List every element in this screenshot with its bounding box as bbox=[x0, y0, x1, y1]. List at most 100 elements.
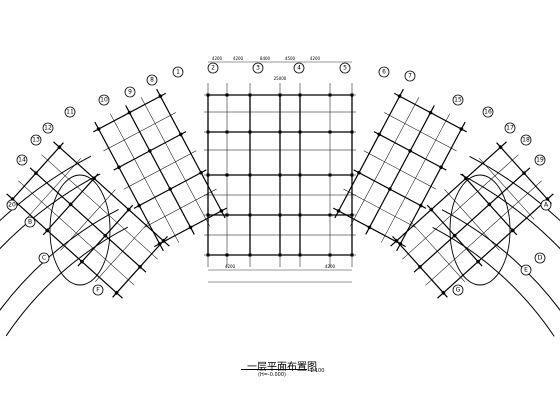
column bbox=[278, 253, 282, 257]
column bbox=[417, 264, 423, 269]
axis-bubble-circle bbox=[30, 134, 42, 146]
axis-bubble: 10 bbox=[98, 94, 110, 106]
column bbox=[278, 93, 282, 97]
wing-block bbox=[390, 141, 554, 299]
axis-bubble: 2 bbox=[207, 62, 219, 74]
axis-bubble: F bbox=[92, 284, 104, 296]
column bbox=[278, 130, 282, 134]
axis-bubble: 11 bbox=[64, 106, 76, 118]
axis-bubble: A bbox=[540, 199, 552, 211]
column bbox=[429, 207, 434, 212]
column bbox=[219, 208, 224, 213]
grid-line bbox=[60, 189, 116, 251]
column bbox=[521, 171, 527, 176]
column bbox=[248, 253, 252, 257]
column bbox=[188, 225, 193, 230]
axis-bubble-label: 17 bbox=[506, 125, 514, 132]
axis-bubble-circle bbox=[293, 62, 305, 74]
grid-line bbox=[144, 188, 217, 228]
axis-bubble-circle bbox=[339, 62, 351, 74]
axis-bubble-circle bbox=[92, 284, 104, 296]
axis-bubble: 3 bbox=[252, 62, 264, 74]
column bbox=[328, 130, 332, 134]
column bbox=[206, 173, 210, 177]
column bbox=[350, 213, 354, 217]
axis-bubble: 8 bbox=[146, 74, 158, 86]
column bbox=[475, 259, 481, 264]
column bbox=[225, 213, 229, 217]
drawing-subtitle: (H=-0.000) bbox=[258, 372, 286, 378]
column bbox=[367, 225, 372, 230]
wing-block-grids bbox=[0, 88, 560, 337]
column bbox=[68, 202, 73, 207]
grid-line bbox=[123, 150, 197, 190]
axis-bubble-label: 10 bbox=[100, 97, 108, 104]
column bbox=[298, 93, 302, 97]
axis-bubble-label: 1 bbox=[176, 69, 180, 76]
column bbox=[278, 213, 282, 217]
column bbox=[248, 213, 252, 217]
drawing-scale: 1:100 bbox=[310, 368, 325, 374]
column bbox=[428, 110, 433, 115]
grid-line bbox=[95, 220, 151, 282]
axis-bubble-circle bbox=[404, 70, 416, 82]
axis-bubble-circle bbox=[64, 106, 76, 118]
axis-bubble-label: 12 bbox=[44, 125, 52, 132]
axis-bubble-label: G bbox=[456, 287, 461, 294]
central-block-grid bbox=[204, 83, 356, 267]
curved-beam bbox=[460, 173, 560, 250]
column bbox=[79, 259, 85, 264]
axis-bubble-circle bbox=[207, 62, 219, 74]
column bbox=[225, 93, 229, 97]
grid-line bbox=[363, 150, 437, 190]
column bbox=[441, 290, 446, 295]
end-cap-right bbox=[449, 174, 511, 286]
axis-bubble: 18 bbox=[520, 134, 532, 146]
axis-bubble-circle bbox=[504, 122, 516, 134]
axis-bubble-label: C bbox=[42, 255, 46, 262]
column bbox=[248, 130, 252, 134]
column bbox=[225, 253, 229, 257]
column bbox=[298, 173, 302, 177]
axis-bubble: 7 bbox=[404, 70, 416, 82]
axis-bubble-label: A bbox=[544, 202, 549, 209]
curved-beam bbox=[441, 209, 560, 311]
column bbox=[350, 130, 354, 134]
column bbox=[206, 93, 210, 97]
column bbox=[178, 132, 183, 137]
dimension-label: 4200 bbox=[310, 56, 321, 61]
column bbox=[452, 233, 457, 238]
axis-bubble-circle bbox=[24, 216, 36, 228]
column bbox=[91, 176, 97, 181]
column bbox=[350, 173, 354, 177]
column bbox=[137, 264, 143, 269]
axis-bubble-label: 2 bbox=[211, 65, 215, 72]
axis-bubble-circle bbox=[534, 154, 546, 166]
column bbox=[103, 233, 108, 238]
grid-line bbox=[103, 112, 176, 152]
drawing-title: 一层平面布置图 bbox=[247, 362, 317, 373]
column bbox=[498, 145, 503, 150]
curved-beam bbox=[0, 155, 92, 222]
column bbox=[377, 132, 382, 137]
axis-bubble: 13 bbox=[30, 134, 42, 146]
axis-bubble: 15 bbox=[452, 94, 464, 106]
column bbox=[248, 93, 252, 97]
title-underline bbox=[241, 369, 307, 370]
axis-bubble-circle bbox=[42, 122, 54, 134]
column bbox=[298, 213, 302, 217]
grid-line bbox=[479, 158, 535, 220]
column bbox=[206, 130, 210, 134]
column bbox=[328, 253, 332, 257]
axis-bubble-circle bbox=[16, 154, 28, 166]
axis-bubble-circle bbox=[520, 134, 532, 146]
axis-bubble: 19 bbox=[534, 154, 546, 166]
axis-bubble-label: 9 bbox=[128, 89, 132, 96]
curved-beam bbox=[432, 226, 555, 337]
grid-line bbox=[25, 158, 81, 220]
axis-bubble-circle bbox=[452, 284, 464, 296]
column bbox=[126, 207, 131, 212]
axis-bubble-circle bbox=[452, 94, 464, 106]
